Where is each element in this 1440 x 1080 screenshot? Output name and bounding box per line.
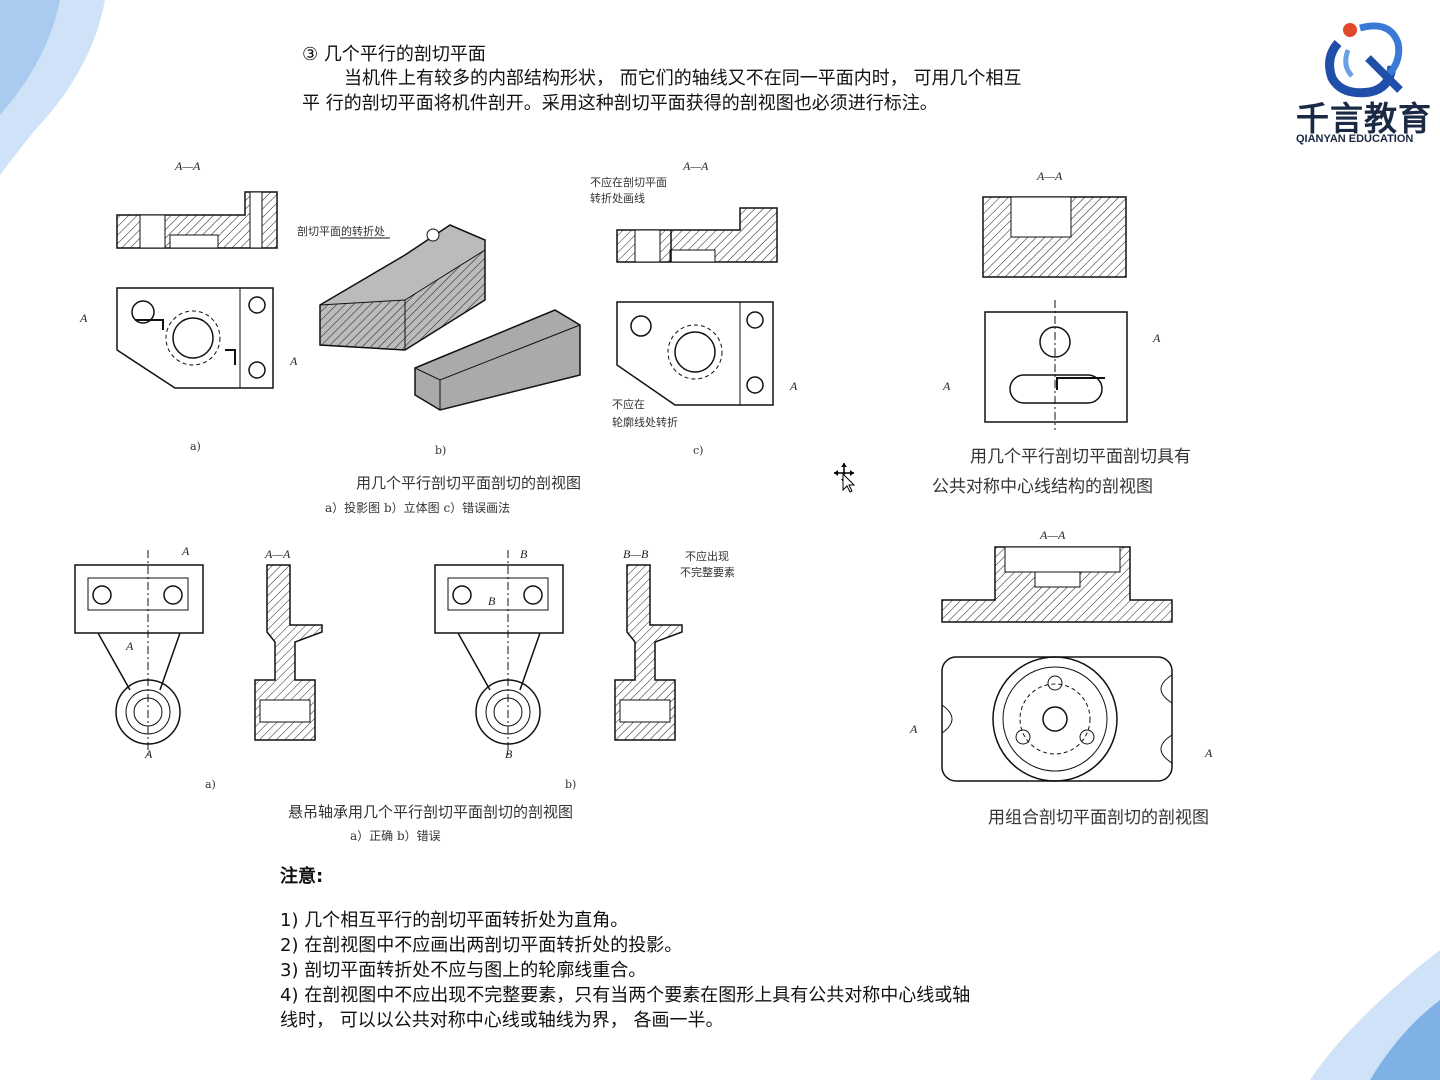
top-left-decoration — [0, 0, 105, 175]
note-item-4: 4) 在剖视图中不应出现不完整要素，只有当两个要素在图形上具有公共对称中心线或轴 — [280, 985, 971, 1006]
figure2-caption-line2: 公共对称中心线结构的剖视图 — [932, 477, 1153, 497]
figure4-drawing: A—A A A — [909, 528, 1213, 782]
fig1a-cut-label-left: A — [79, 311, 88, 325]
fig1c-wrong-label-1a: 不应在剖切平面 — [590, 175, 667, 189]
figure4-caption: 用组合剖切平面剖切的剖视图 — [988, 808, 1209, 828]
bottom-right-decoration — [1310, 950, 1440, 1080]
fig1c-wrong-label-2b: 轮廓线处转折 — [612, 415, 678, 429]
fig2-cut-label-left: A — [942, 379, 951, 393]
fig2-cut-label-right: A — [1152, 331, 1161, 345]
figure2-caption-line1: 用几个平行剖切平面剖切具有 — [970, 447, 1191, 467]
fig3-panel-a: a) — [205, 778, 216, 791]
fig1c-section-view — [616, 207, 778, 263]
qianyan-logo-icon — [1325, 22, 1403, 98]
intro-line-1: 当机件上有较多的内部结构形状， 而它们的轴线又不在同一平面内时， 可用几个相互 — [344, 68, 1022, 89]
fig3b-cut-label-bottom: B — [505, 747, 513, 761]
fig1c-cut-label: A — [789, 379, 798, 393]
fig1b-fold-label: 剖切平面的转折处 — [297, 224, 385, 238]
intro-line-2: 平 行的剖切平面将机件剖开。采用这种剖切平面获得的剖视图也必须进行标注。 — [302, 93, 938, 114]
logo-name-en: QIANYAN EDUCATION — [1296, 133, 1414, 145]
note-item-1: 1) 几个相互平行的剖切平面转折处为直角。 — [280, 910, 629, 931]
fig3b-cut-label-top: B — [520, 547, 528, 561]
note-item-3: 3) 剖切平面转折处不应与图上的轮廓线重合。 — [280, 960, 647, 981]
fig1c-wrong-label-2a: 不应在 — [612, 397, 645, 411]
fig3b-front-view — [434, 550, 564, 755]
fig1-panel-b: b) — [435, 444, 446, 457]
figure2-drawing: A—A A A — [942, 169, 1161, 430]
fig3b-wrong-label-b: 不完整要素 — [680, 565, 735, 579]
fig4-label-aa: A—A — [1039, 528, 1066, 542]
fig2-label-aa: A—A — [1036, 169, 1063, 183]
fig3b-section-view — [614, 564, 683, 741]
fig1a-section-view — [116, 191, 278, 249]
figure1-subcaption: a）投影图 b）立体图 c）错误画法 — [325, 501, 511, 515]
fig1b-3d-view — [319, 224, 581, 411]
fig1c-plan-view — [616, 301, 774, 406]
logo-name-cn: 千言教育 — [1296, 99, 1432, 138]
fig1-panel-c: c) — [693, 444, 703, 457]
fig3a-cut-label-mid: A — [125, 639, 134, 653]
move-cursor-icon — [834, 463, 856, 493]
figure1-drawing: A—A A A a) 剖切平面的转折处 b) A—A 不应在剖切平面 转折处画线 — [79, 159, 798, 457]
notes-list: 1) 几个相互平行的剖切平面转折处为直角。 2) 在剖视图中不应画出两剖切平面转… — [280, 908, 1080, 1033]
fig4-section-view — [941, 546, 1173, 623]
fig3a-section-view — [254, 564, 323, 741]
fig1a-plan-view — [116, 287, 274, 389]
notes-title: 注意: — [280, 866, 324, 887]
figure1-caption: 用几个平行剖切平面剖切的剖视图 — [356, 474, 582, 492]
fig2-plan-view — [984, 300, 1128, 430]
fig3b-section-label: B—B — [623, 547, 649, 561]
fig4-plan-view — [941, 656, 1173, 782]
fig4-cut-label-left: A — [909, 722, 918, 736]
fig1a-cut-label-right: A — [289, 354, 298, 368]
fig3a-front-view — [74, 550, 204, 755]
fig1-label-aa: A—A — [174, 159, 201, 173]
fig1c-label-aa: A—A — [682, 159, 709, 173]
fig2-section-view — [982, 196, 1127, 278]
fig1c-wrong-label-1b: 转折处画线 — [590, 191, 645, 205]
fig3b-cut-label-mid: B — [488, 594, 496, 608]
intro-paragraph: 当机件上有较多的内部结构形状， 而它们的轴线又不在同一平面内时， 可用几个相互 … — [302, 66, 1102, 116]
fig3a-cut-label-bottom: A — [144, 747, 153, 761]
fig3a-cut-label-top: A — [181, 544, 190, 558]
fig4-cut-label-right: A — [1204, 746, 1213, 760]
fig3-panel-b: b) — [565, 778, 576, 791]
fig3b-wrong-label-a: 不应出现 — [685, 549, 729, 563]
note-item-2: 2) 在剖视图中不应画出两剖切平面转折处的投影。 — [280, 935, 683, 956]
fig3a-section-label: A—A — [264, 547, 291, 561]
fig1-panel-a: a) — [190, 440, 201, 453]
figure3-subcaption: a）正确 b）错误 — [350, 829, 441, 843]
figure3-caption: 悬吊轴承用几个平行剖切平面剖切的剖视图 — [288, 803, 574, 821]
figure3-drawing: A A A A—A a) B B B B—B 不应出现 不完整要素 b) — [74, 544, 735, 791]
section-heading: ③ 几个平行的剖切平面 — [302, 44, 486, 65]
note-item-4-continued: 线时， 可以以公共对称中心线或轴线为界， 各画一半。 — [280, 1010, 724, 1031]
